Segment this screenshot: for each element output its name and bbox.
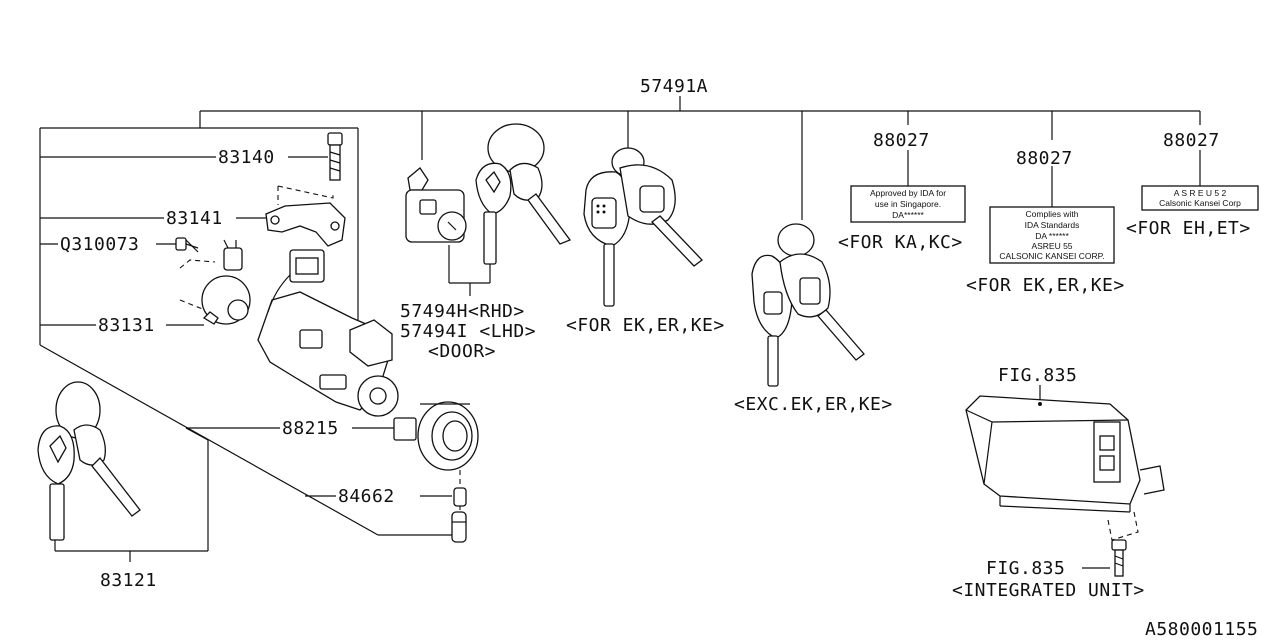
lock-cylinder-88215-icon xyxy=(393,401,479,471)
label-57494h: 57494H<RHD> xyxy=(400,301,525,322)
label-integrated-unit: <INTEGRATED UNIT> xyxy=(952,580,1145,601)
label-for-ek-er-ke-label: <FOR EK,ER,KE> xyxy=(966,275,1125,296)
remote-keys-ek-er-ke-icon xyxy=(583,147,703,307)
label-box-ka-kc-line-1: Approved by IDA for xyxy=(870,188,946,198)
label-box-ka-kc: Approved by IDA for use in Singapore. DA… xyxy=(850,185,966,223)
label-box-eh-line-2: Calsonic Kansei Corp xyxy=(1159,198,1241,208)
label-box-ek-line-4: ASREU 55 xyxy=(1031,241,1072,251)
leader-lines xyxy=(39,96,1201,569)
label-83141: 83141 xyxy=(166,208,223,229)
label-57494i: 57494I <LHD> xyxy=(400,321,536,342)
screw-83140-icon xyxy=(327,132,343,181)
label-84662: 84662 xyxy=(338,486,395,507)
label-57491a: 57491A xyxy=(640,76,708,97)
callout-labels: 57491A 83140 83141 Q310073 83131 88215 8… xyxy=(60,76,1258,640)
bulb-84662-icon xyxy=(451,470,467,543)
cover-83141-icon xyxy=(265,185,346,247)
integrated-unit-screw-icon xyxy=(1111,539,1127,577)
label-exc-ek-er-ke: <EXC.EK,ER,KE> xyxy=(734,394,893,415)
label-88215: 88215 xyxy=(282,418,339,439)
label-box-ek-line-5: CALSONIC KANSEI CORP. xyxy=(999,251,1104,261)
key-set-83121-icon xyxy=(37,381,141,541)
screw-q310073-icon xyxy=(175,237,199,253)
label-fig835-bottom: FIG.835 xyxy=(986,558,1065,579)
label-box-ek-line-2: IDA Standards xyxy=(1025,220,1080,230)
label-83121: 83121 xyxy=(100,570,157,591)
remote-keys-exc-ek-er-ke-icon xyxy=(751,223,865,387)
label-fig835-top: FIG.835 xyxy=(998,365,1077,386)
label-door: <DOOR> xyxy=(428,341,496,362)
label-q310073: Q310073 xyxy=(60,234,139,255)
switch-83131-icon xyxy=(179,239,251,325)
label-box-ek-line-3: DA ****** xyxy=(1035,231,1069,241)
label-box-ka-kc-line-3: DA****** xyxy=(892,210,924,220)
label-83140: 83140 xyxy=(218,147,275,168)
diagram-code: A580001155 xyxy=(1145,619,1258,640)
label-88027-a: 88027 xyxy=(873,130,930,151)
label-88027-b: 88027 xyxy=(1016,148,1073,169)
door-keys-icon xyxy=(475,123,572,265)
label-for-eh-et: <FOR EH,ET> xyxy=(1126,218,1251,239)
label-box-ka-kc-line-2: use in Singapore. xyxy=(875,199,941,209)
integrated-unit-icon xyxy=(965,395,1165,541)
label-box-ek-er-ke: Complies with IDA Standards DA ****** AS… xyxy=(989,206,1115,264)
label-box-eh-line-1: A S R E U 5 2 xyxy=(1174,188,1227,198)
door-lock-cylinder-icon xyxy=(405,167,467,243)
label-83131: 83131 xyxy=(98,315,155,336)
label-box-ek-line-1: Complies with xyxy=(1026,209,1079,219)
label-88027-c: 88027 xyxy=(1163,130,1220,151)
label-box-eh-et: A S R E U 5 2 Calsonic Kansei Corp xyxy=(1141,185,1259,211)
ignition-lock-assembly-icon xyxy=(257,249,399,417)
label-for-ek-er-ke-keys: <FOR EK,ER,KE> xyxy=(566,315,725,336)
label-for-ka-kc: <FOR KA,KC> xyxy=(838,232,963,253)
